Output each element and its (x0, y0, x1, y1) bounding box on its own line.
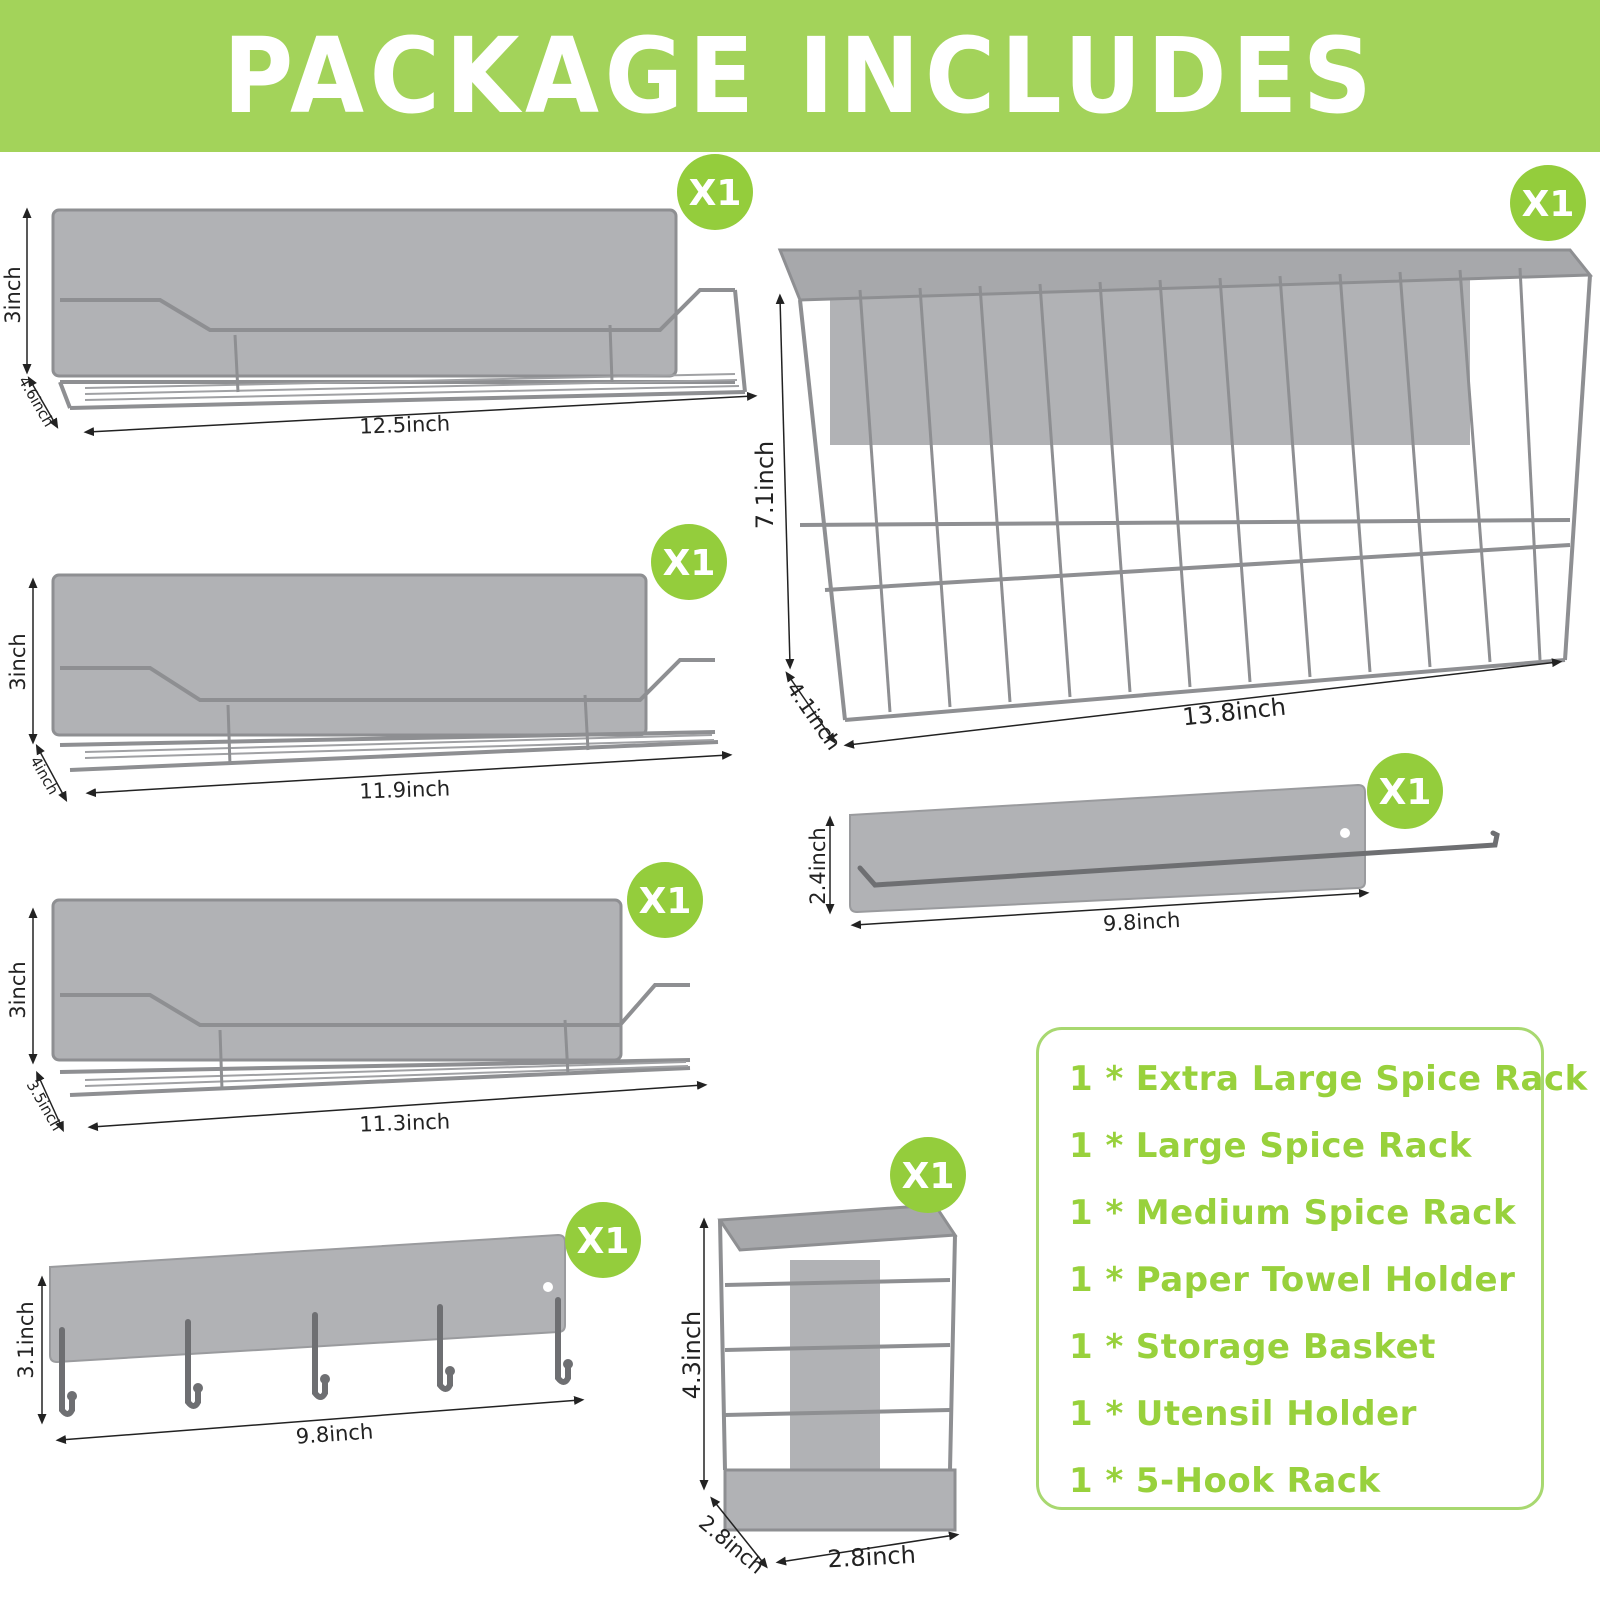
dimension-label: 9.8inch (1102, 908, 1181, 936)
dimension-label: 13.8inch (1181, 693, 1287, 732)
list-item: 1 * Medium Spice Rack (1069, 1180, 1541, 1247)
item-quantity: 1 * (1069, 1059, 1124, 1099)
list-item: 1 * 5-Hook Rack (1069, 1448, 1541, 1515)
five-hook-rack: 3.1inch 9.8inch X1 (14, 1202, 641, 1449)
item-quantity: 1 * (1069, 1260, 1124, 1300)
item-name: Paper Towel Holder (1135, 1260, 1516, 1300)
quantity-badge (890, 1137, 966, 1213)
quantity-badge (677, 154, 753, 230)
list-item: 1 * Extra Large Spice Rack (1069, 1046, 1587, 1113)
quantity-badge-label: X1 (1379, 772, 1432, 813)
large-spice-rack: 3inch 4inch 11.9inch X1 (6, 524, 733, 804)
dimension-label: 4.6inch (15, 373, 58, 430)
quantity-badge-label: X1 (577, 1221, 630, 1262)
dimension-label: 7.1inch (751, 441, 779, 529)
item-quantity: 1 * (1069, 1193, 1124, 1233)
package-contents-list: 1 * Extra Large Spice Rack 1 * Large Spice… (1036, 1027, 1587, 1510)
dimension-label: 11.9inch (359, 776, 451, 803)
item-name: Large Spice Rack (1135, 1126, 1472, 1166)
item-name: Storage Basket (1135, 1327, 1436, 1367)
dimension-label: 4.1inch (782, 677, 846, 754)
item-quantity: 1 * (1069, 1394, 1124, 1434)
dimension-label: 12.5inch (359, 411, 451, 438)
dimension-label: 3inch (6, 633, 30, 690)
extra-large-spice-rack: 3inch 4.6inch 12.5inch X1 (1, 154, 758, 439)
quantity-badge (627, 862, 703, 938)
item-name: Utensil Holder (1135, 1394, 1417, 1434)
dimension-label: 3inch (6, 961, 30, 1018)
dimension-label: 11.3inch (359, 1109, 451, 1136)
medium-spice-rack: 3inch 3.5inch 11.3inch X1 (6, 862, 708, 1137)
list-item: 1 * Utensil Holder (1069, 1381, 1541, 1448)
utensil-holder: 4.3inch 2.8inch 2.8inch X1 (678, 1137, 966, 1579)
item-quantity: 1 * (1069, 1327, 1124, 1367)
title-banner: PACKAGE INCLUDES (0, 0, 1600, 152)
item-name: 5-Hook Rack (1135, 1461, 1381, 1501)
quantity-badge (651, 524, 727, 600)
dimension-label: 3.1inch (14, 1301, 38, 1378)
dimension-label: 2.8inch (827, 1541, 917, 1574)
item-name: Medium Spice Rack (1135, 1193, 1517, 1233)
quantity-badge-label: X1 (689, 173, 742, 214)
dimension-label: 3inch (1, 266, 25, 323)
list-item: 1 * Large Spice Rack (1069, 1113, 1541, 1180)
list-item: 1 * Storage Basket (1069, 1314, 1541, 1381)
storage-basket: 7.1inch 4.1inch 13.8inch X1 (751, 165, 1594, 755)
quantity-badge (1367, 753, 1443, 829)
dimension-label: 3.5inch (23, 1077, 66, 1134)
quantity-badge-label: X1 (639, 881, 692, 922)
quantity-badge-label: X1 (663, 543, 716, 584)
item-quantity: 1 * (1069, 1126, 1124, 1166)
dimension-label: 4inch (26, 753, 62, 797)
quantity-badge (565, 1202, 641, 1278)
quantity-badge (1510, 165, 1586, 241)
quantity-badge-label: X1 (1522, 184, 1575, 225)
quantity-badge-label: X1 (902, 1156, 955, 1197)
list-item: 1 * Paper Towel Holder (1069, 1247, 1541, 1314)
paper-towel-holder: 2.4inch 9.8inch X1 (806, 753, 1500, 936)
dimension-label: 2.4inch (806, 827, 830, 904)
item-quantity: 1 * (1069, 1461, 1124, 1501)
dimension-label: 4.3inch (678, 1311, 706, 1399)
dimension-label: 9.8inch (295, 1419, 374, 1448)
item-name: Extra Large Spice Rack (1135, 1059, 1588, 1099)
page-title: PACKAGE INCLUDES (222, 15, 1378, 137)
